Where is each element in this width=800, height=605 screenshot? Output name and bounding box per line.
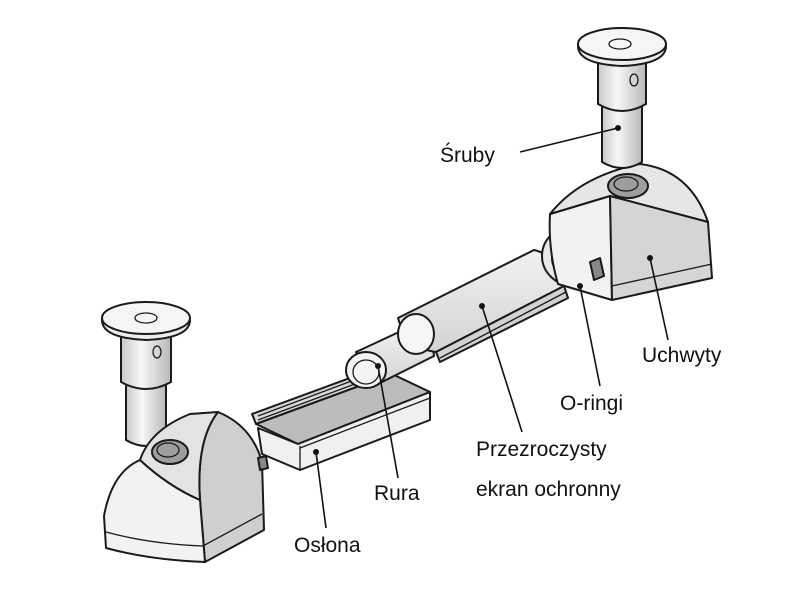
label-rura: Rura bbox=[374, 482, 420, 505]
cover-channel bbox=[251, 363, 431, 471]
label-oslona: Osłona bbox=[294, 534, 361, 557]
label-ekran-line2: ekran ochronny bbox=[476, 478, 621, 501]
right-screw bbox=[577, 27, 667, 169]
label-oringi: O-ringi bbox=[560, 392, 623, 415]
label-sruby: Śruby bbox=[440, 143, 495, 167]
leader-lines bbox=[313, 125, 669, 529]
left-holder bbox=[103, 411, 269, 563]
left-screw bbox=[101, 301, 191, 447]
label-uchwyty: Uchwyty bbox=[642, 344, 722, 367]
right-holder bbox=[548, 163, 713, 301]
label-ekran-line1: Przezroczysty bbox=[476, 438, 607, 461]
